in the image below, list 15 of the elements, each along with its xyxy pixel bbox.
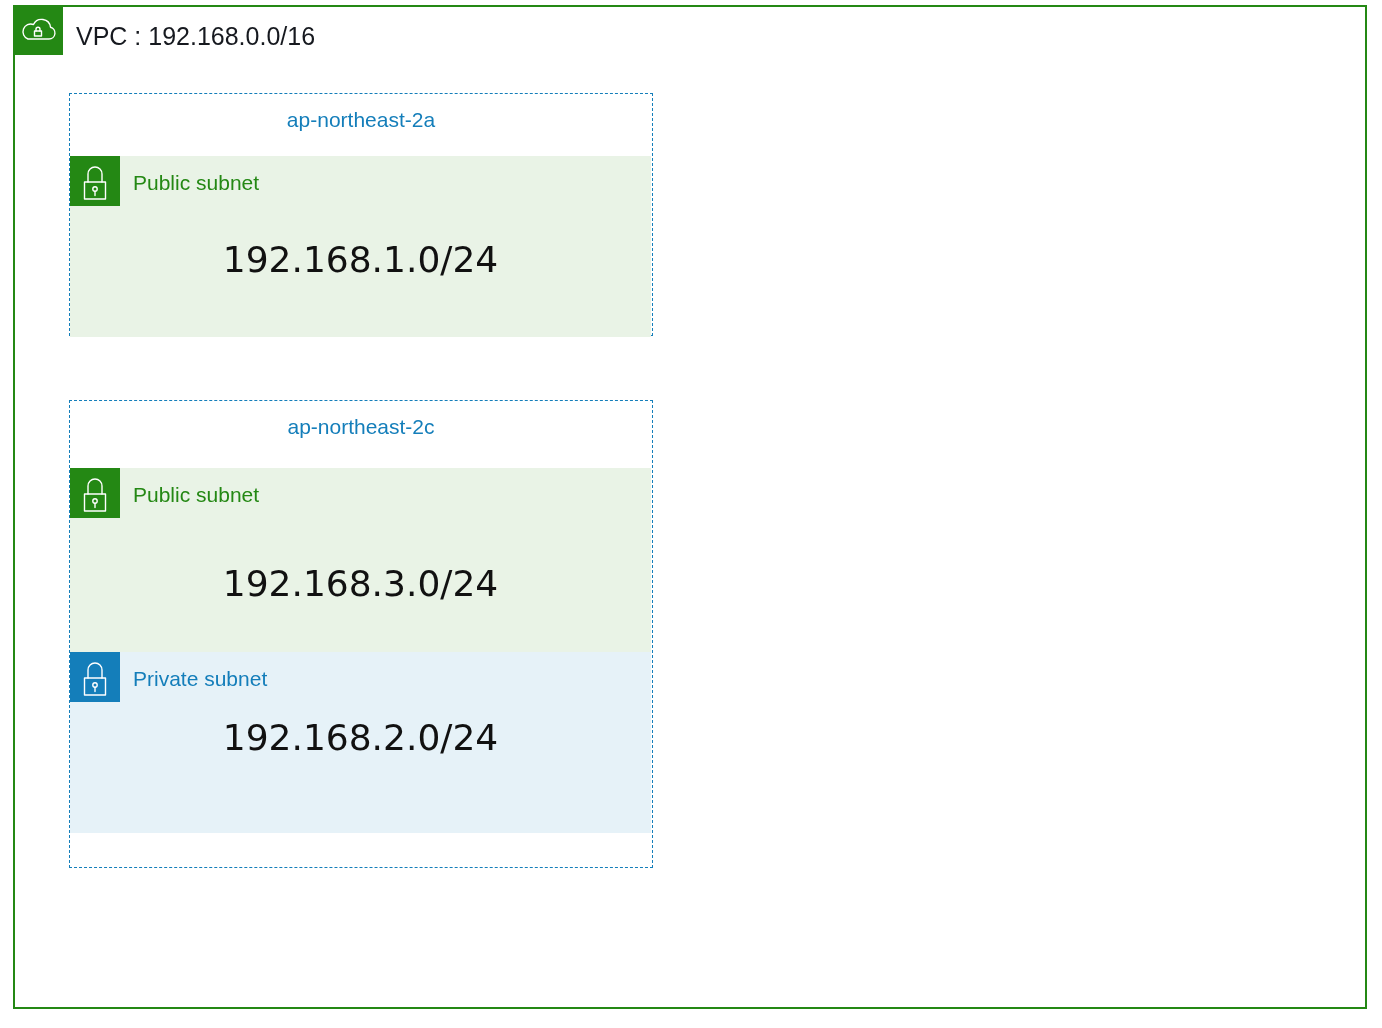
subnet-label: Public subnet (133, 172, 260, 193)
cidr-label: 192.168.3.0/24 (222, 566, 499, 602)
zone-label: ap-northeast-2a (286, 109, 436, 130)
vpc-box (13, 5, 1367, 1009)
subnet-label: Public subnet (133, 484, 260, 505)
subnet-panel (70, 652, 651, 833)
vpc-title: VPC : 192.168.0.0/16 (76, 24, 316, 49)
subnet-label: Private subnet (133, 668, 268, 689)
cidr-label: 192.168.2.0/24 (222, 720, 499, 756)
subnet-panel (70, 156, 651, 337)
availability-zone-box (69, 93, 653, 336)
cidr-label: 192.168.1.0/24 (222, 242, 499, 278)
availability-zone-box (69, 400, 653, 868)
zone-label: ap-northeast-2c (287, 416, 435, 437)
subnet-panel (70, 468, 651, 652)
